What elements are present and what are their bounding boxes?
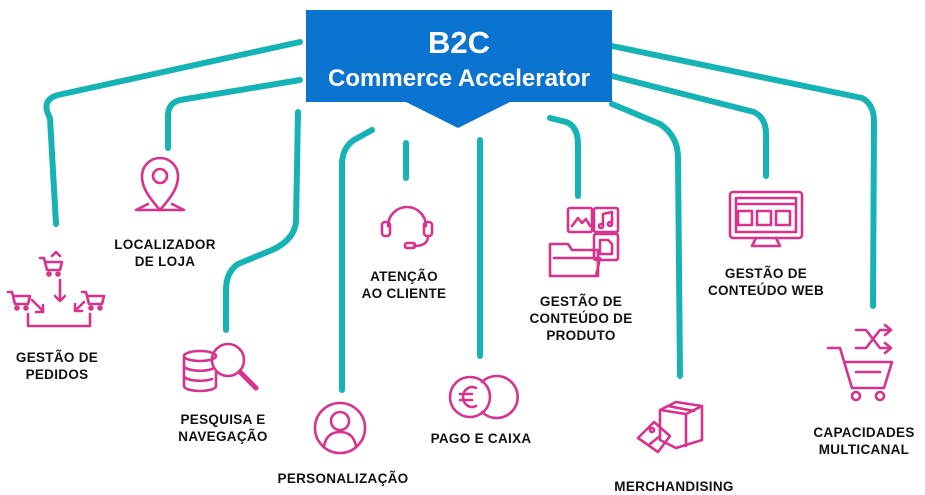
box-price-tag-icon <box>636 400 704 454</box>
headset-icon <box>380 205 434 250</box>
label-personalizacao: PERSONALIZAÇÃO <box>277 471 409 486</box>
connector-localizador-loja <box>165 77 303 151</box>
cart-shuffle-icon <box>826 323 894 402</box>
header-title: B2C <box>428 25 490 60</box>
label-pago-caixa: PAGO E CAIXA <box>430 431 532 446</box>
monitor-layout-icon <box>728 190 804 248</box>
connector-capacidades-multicanal <box>609 43 877 309</box>
label-merchandising: MERCHANDISING <box>614 479 734 494</box>
folder-media-icon <box>548 206 620 278</box>
connector-merchandising <box>609 101 683 379</box>
connector-personalizacao <box>339 127 375 393</box>
connector-pesquisa-navegacao <box>223 109 301 333</box>
header-subtitle: Commerce Accelerator <box>328 65 590 92</box>
order-management-carts-icon <box>6 250 106 328</box>
euro-coins-icon <box>448 374 519 420</box>
person-circle-icon <box>313 401 367 455</box>
connector-gestao-conteudo-produto <box>547 115 581 199</box>
database-magnifier-icon <box>182 342 259 393</box>
connector-gestao-conteudo-web <box>609 73 769 179</box>
header-box: B2C Commerce Accelerator <box>306 10 612 128</box>
connector-gestao-pedidos <box>43 39 303 227</box>
map-pin-icon <box>134 156 186 212</box>
